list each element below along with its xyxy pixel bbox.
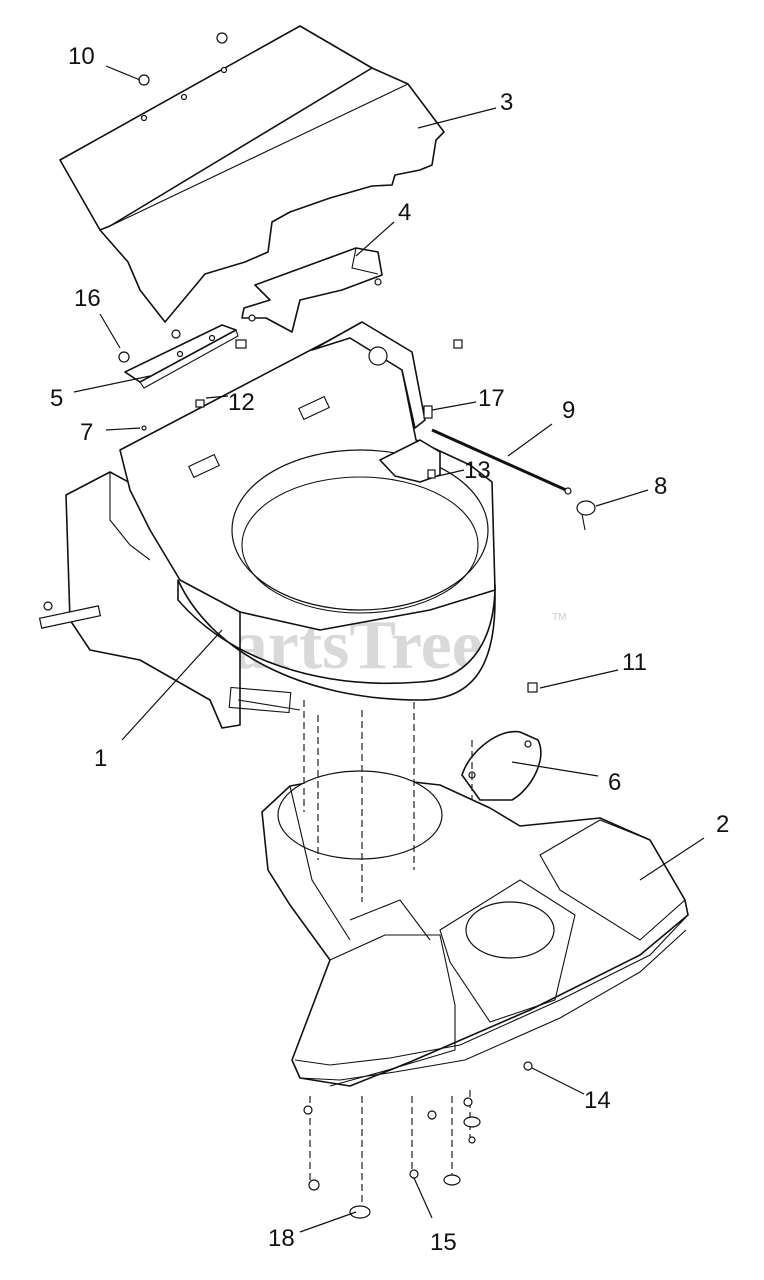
part-5-plate[interactable] [124, 324, 239, 389]
callout-2: 2 [716, 811, 729, 838]
callout-14: 14 [584, 1087, 611, 1114]
callout-1: 1 [94, 745, 107, 772]
leader-lines [73, 65, 705, 1233]
part-1-housing[interactable] [38, 321, 496, 729]
callout-5: 5 [50, 385, 63, 412]
callout-9: 9 [562, 397, 575, 424]
part-4-bracket[interactable] [241, 247, 383, 333]
callout-4: 4 [398, 199, 411, 226]
callout-8: 8 [654, 473, 667, 500]
callout-17: 17 [478, 385, 505, 412]
part-9-rod[interactable] [431, 428, 572, 495]
callout-3: 3 [500, 89, 513, 116]
hardware [43, 32, 538, 1219]
callout-18: 18 [268, 1225, 295, 1252]
part-2-lower-housing[interactable] [261, 770, 689, 1087]
callout-11: 11 [622, 649, 647, 676]
callout-7: 7 [80, 419, 93, 446]
callout-numbers: 10 3 4 16 5 12 17 9 7 13 8 11 1 6 2 14 1… [50, 43, 729, 1256]
callout-15: 15 [430, 1229, 457, 1256]
watermark-trademark: TM [552, 612, 566, 623]
callout-12: 12 [228, 389, 255, 416]
callout-6: 6 [608, 769, 621, 796]
part-3-top-cover[interactable] [59, 25, 445, 323]
part-6-cover-plate[interactable] [461, 730, 542, 801]
callout-13: 13 [464, 457, 491, 484]
callout-16: 16 [74, 285, 101, 312]
part-8-clip[interactable] [576, 500, 596, 531]
callout-10: 10 [68, 43, 95, 70]
